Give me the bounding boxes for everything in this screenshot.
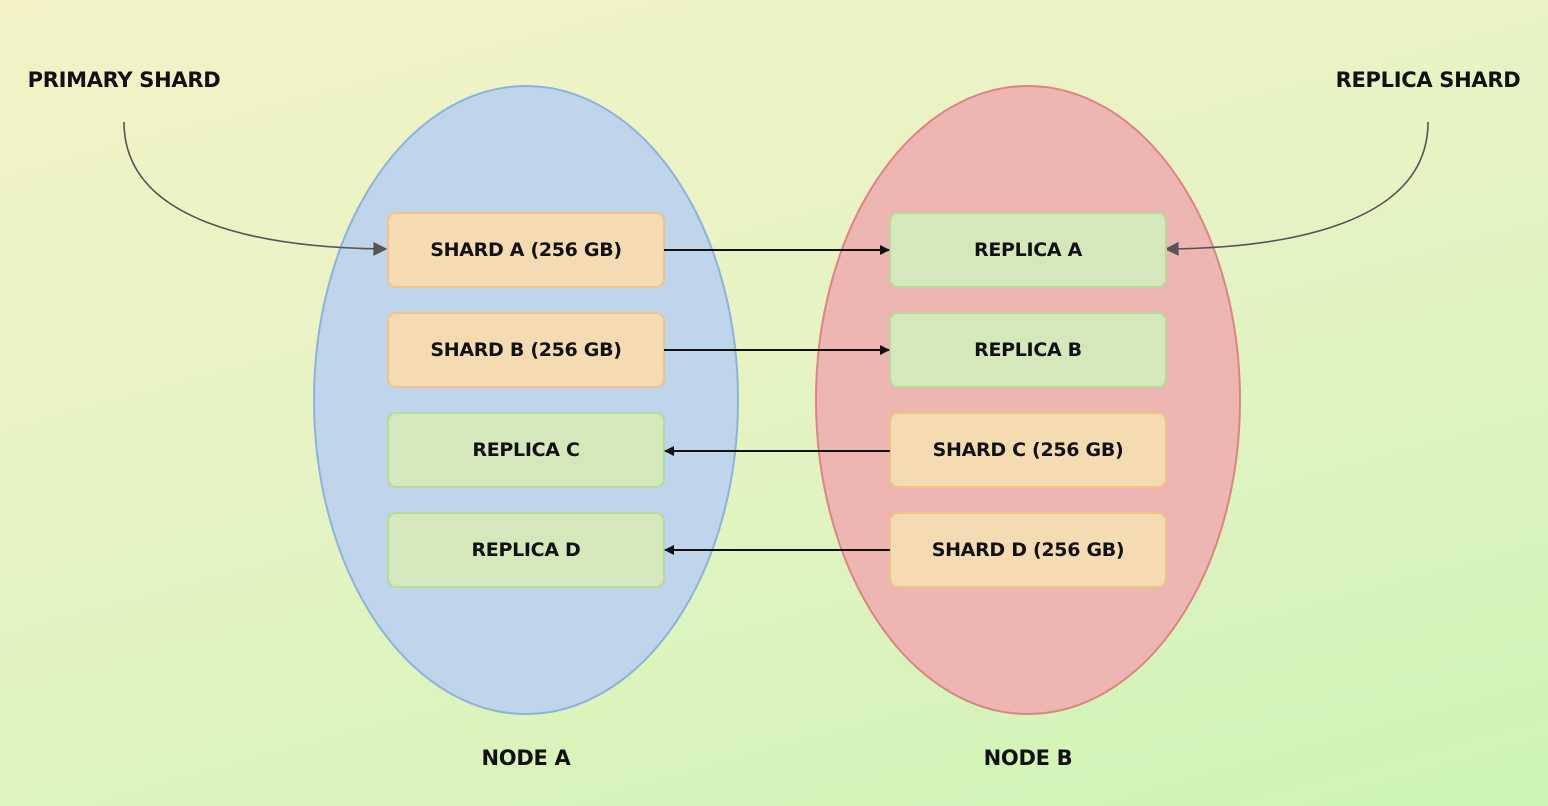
node-b-box-2: REPLICA B: [889, 312, 1167, 388]
node-a-box-2: SHARD B (256 GB): [387, 312, 665, 388]
shard-c-label: SHARD C (256 GB): [933, 439, 1124, 461]
replica-c-label: REPLICA C: [472, 439, 579, 461]
node-a-box-4: REPLICA D: [387, 512, 665, 588]
replica-d-label: REPLICA D: [471, 539, 580, 561]
replica-shard-label: REPLICA SHARD: [1336, 68, 1521, 92]
node-b-box-4: SHARD D (256 GB): [889, 512, 1167, 588]
shard-b-label: SHARD B (256 GB): [430, 339, 621, 361]
node-b-box-3: SHARD C (256 GB): [889, 412, 1167, 488]
shard-a-label: SHARD A (256 GB): [430, 239, 622, 261]
node-a-ellipse: [313, 85, 739, 715]
replica-b-box: [889, 312, 1167, 388]
node-b-label: NODE B: [984, 746, 1073, 770]
node-b-box-1: REPLICA A: [889, 212, 1167, 288]
replica-a-box: [889, 212, 1167, 288]
replica-b-label: REPLICA B: [974, 339, 1082, 361]
replica-shard-pointer: [1164, 121, 1429, 256]
node-a-box-1: SHARD A (256 GB): [387, 212, 665, 288]
node-a-box-3: REPLICA C: [387, 412, 665, 488]
shard-d-label: SHARD D (256 GB): [932, 539, 1125, 561]
replica-a-label: REPLICA A: [974, 239, 1083, 261]
node-b-ellipse: [815, 85, 1241, 715]
primary-shard-label: PRIMARY SHARD: [28, 68, 221, 92]
primary-shard-pointer: [123, 121, 388, 256]
node-a-label: NODE A: [482, 746, 572, 770]
